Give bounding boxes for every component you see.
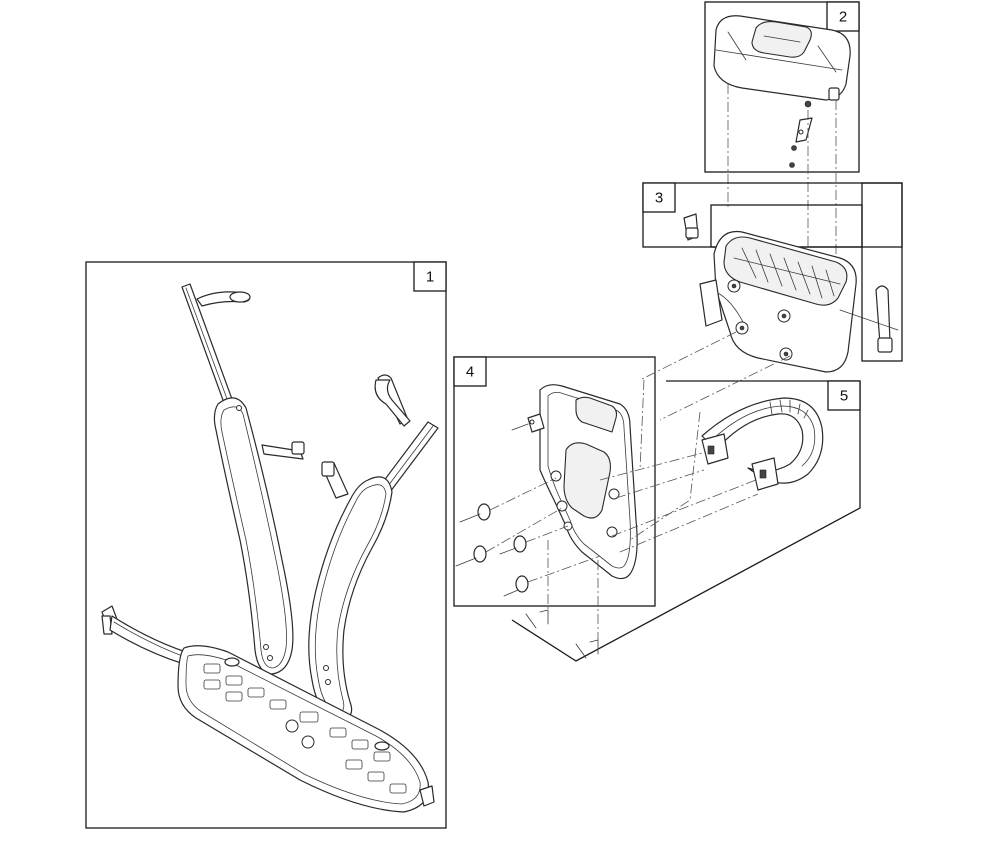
panel-3-box: 3 [642,182,903,373]
callout-2: 2 [826,1,860,32]
callout-4-label: 4 [466,364,474,381]
side-latch [839,285,899,353]
panel-4-frame [453,356,656,607]
panel-5-handle: 5 [511,380,861,662]
callout-1-label: 1 [426,269,434,286]
panel-4-backplate: 4 [453,356,656,607]
panel-3-frame [642,182,903,248]
panel-1-harness: 1 [85,261,447,829]
lower-bolts [525,540,599,659]
fasteners [455,423,601,597]
lid-hinge-bracket [789,117,813,168]
callout-1: 1 [413,261,447,292]
handle-frame [701,397,824,491]
mounting-plate [527,384,638,580]
panel-2-frame [704,1,860,173]
box-body [699,230,857,373]
right-shoulder-strap [308,374,439,721]
left-shoulder-strap [181,283,305,675]
callout-3-label: 3 [655,190,663,207]
panel-2-lid: 2 [704,1,860,262]
callout-4: 4 [453,356,487,387]
callout-2-label: 2 [839,9,847,26]
callout-5-label: 5 [840,388,848,405]
panel-1-frame [85,261,447,829]
callout-3: 3 [642,182,676,213]
waist-belt [101,605,435,813]
panel-5-frame [511,380,861,662]
lid-cover [713,15,851,108]
callout-5: 5 [827,380,861,411]
latch-clip [683,213,699,241]
